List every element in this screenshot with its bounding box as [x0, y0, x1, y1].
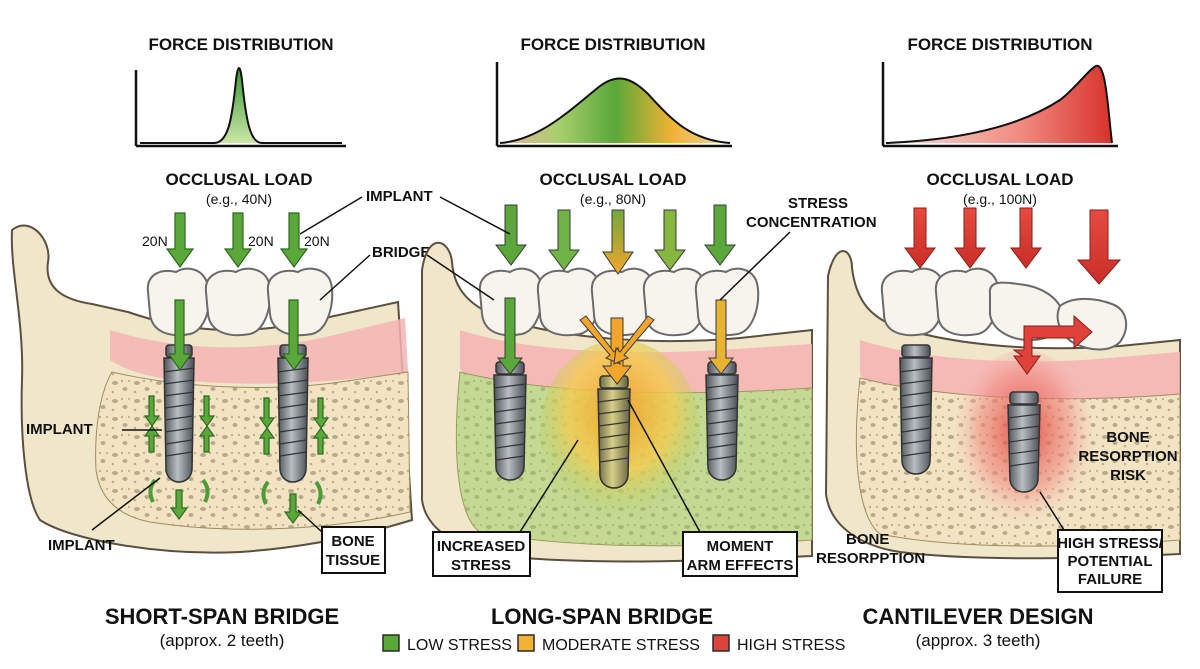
high-stress-callout: HIGH STRESS/ POTENTIAL FAILURE [1039, 491, 1164, 593]
bridge-callout: BRIDGE [372, 244, 430, 261]
force-label-a: 20N [142, 233, 168, 249]
occlusal-load-value: (e.g., 100N) [963, 191, 1037, 207]
force-curve-chart [495, 62, 732, 148]
panel-cantilever: FORCE DISTRIBUTION OCCLUSAL LOAD (e.g., … [816, 35, 1181, 650]
svg-text:TISSUE: TISSUE [326, 552, 380, 569]
occlusal-load-value: (e.g., 40N) [206, 191, 272, 207]
legend-label-moderate: MODERATE STRESS [542, 637, 700, 654]
panel-long-span: FORCE DISTRIBUTION OCCLUSAL LOAD (e.g., … [421, 35, 877, 629]
force-curve-chart [134, 67, 346, 148]
panel-short-span: FORCE DISTRIBUTION OCCLUSAL LOAD (e.g., … [10, 35, 433, 650]
load-arrows-low [143, 212, 330, 525]
implant-callout-bottom: IMPLANT [48, 537, 115, 554]
legend-swatch-high [712, 634, 730, 652]
svg-text:STRESS: STRESS [451, 557, 511, 574]
load-arrows-mixed [495, 204, 736, 385]
svg-text:ARM EFFECTS: ARM EFFECTS [687, 557, 794, 574]
panel-title: LONG-SPAN BRIDGE [491, 604, 713, 629]
increased-stress-callout: INCREASED STRESS [432, 439, 579, 577]
legend-swatch-low [382, 634, 400, 652]
svg-text:POTENTIAL: POTENTIAL [1068, 553, 1153, 570]
force-distribution-title: FORCE DISTRIBUTION [907, 35, 1092, 54]
legend-swatch-moderate [517, 634, 535, 652]
panel-subtitle: (approx. 2 teeth) [160, 631, 285, 650]
svg-text:HIGH STRESS/: HIGH STRESS/ [1057, 535, 1164, 552]
svg-text:BONE: BONE [846, 531, 889, 548]
legend-label-high: HIGH STRESS [737, 637, 845, 654]
legend-item-moderate: MODERATE STRESS [517, 634, 700, 654]
occlusal-load-title: OCCLUSAL LOAD [165, 170, 312, 189]
bone-tissue-callout: BONE TISSUE [297, 509, 386, 574]
force-distribution-title: FORCE DISTRIBUTION [520, 35, 705, 54]
legend-item-high: HIGH STRESS [712, 634, 845, 654]
stress-legend: LOW STRESS MODERATE STRESS HIGH STRESS [382, 634, 845, 654]
force-curve-chart [881, 62, 1118, 148]
stress-concentration-callout: STRESS CONCENTRATION [719, 195, 877, 301]
implant-right [1007, 391, 1041, 493]
force-label-b: 20N [248, 233, 274, 249]
panel-subtitle: (approx. 3 teeth) [916, 631, 1041, 650]
implant-leader [439, 196, 511, 235]
occlusal-load-title: OCCLUSAL LOAD [926, 170, 1073, 189]
bridge-crowns [146, 267, 334, 337]
implant-left [493, 361, 527, 481]
svg-text:RESORPPTION: RESORPPTION [816, 550, 925, 567]
implant-left [899, 344, 933, 475]
force-distribution-title: FORCE DISTRIBUTION [148, 35, 333, 54]
svg-text:BONE: BONE [331, 533, 374, 550]
svg-text:BONE: BONE [1106, 429, 1149, 446]
bone-resorption-callout: BONE RESORPPTION [816, 531, 925, 567]
force-label-c: 20N [304, 233, 330, 249]
svg-text:STRESS: STRESS [788, 195, 848, 212]
occlusal-load-value: (e.g., 80N) [580, 191, 646, 207]
legend-item-low: LOW STRESS [382, 634, 512, 654]
implant-callout-side: IMPLANT [26, 421, 93, 438]
panel-title: SHORT-SPAN BRIDGE [105, 604, 339, 629]
occlusal-load-title: OCCLUSAL LOAD [539, 170, 686, 189]
implant-right [705, 361, 739, 481]
svg-text:RISK: RISK [1110, 467, 1146, 484]
implant-callout-top: IMPLANT [366, 188, 433, 205]
svg-text:RESORPTION: RESORPTION [1078, 448, 1177, 465]
load-arrows-high [904, 207, 1122, 375]
bridge-crowns [478, 267, 760, 337]
svg-text:FAILURE: FAILURE [1078, 571, 1142, 588]
moment-arm-callout: MOMENT ARM EFFECTS [627, 399, 798, 577]
implant-middle [597, 375, 631, 489]
svg-text:INCREASED: INCREASED [437, 538, 526, 555]
svg-text:CONCENTRATION: CONCENTRATION [746, 214, 877, 231]
jaw-bone [421, 241, 813, 563]
implant-left [163, 344, 195, 483]
svg-text:MOMENT: MOMENT [707, 538, 774, 555]
bridge-leader [426, 254, 495, 301]
bone-resorption-risk-callout: BONE RESORPTION RISK [1078, 429, 1177, 484]
panel-title: CANTILEVER DESIGN [862, 604, 1093, 629]
legend-label-low: LOW STRESS [407, 637, 512, 654]
